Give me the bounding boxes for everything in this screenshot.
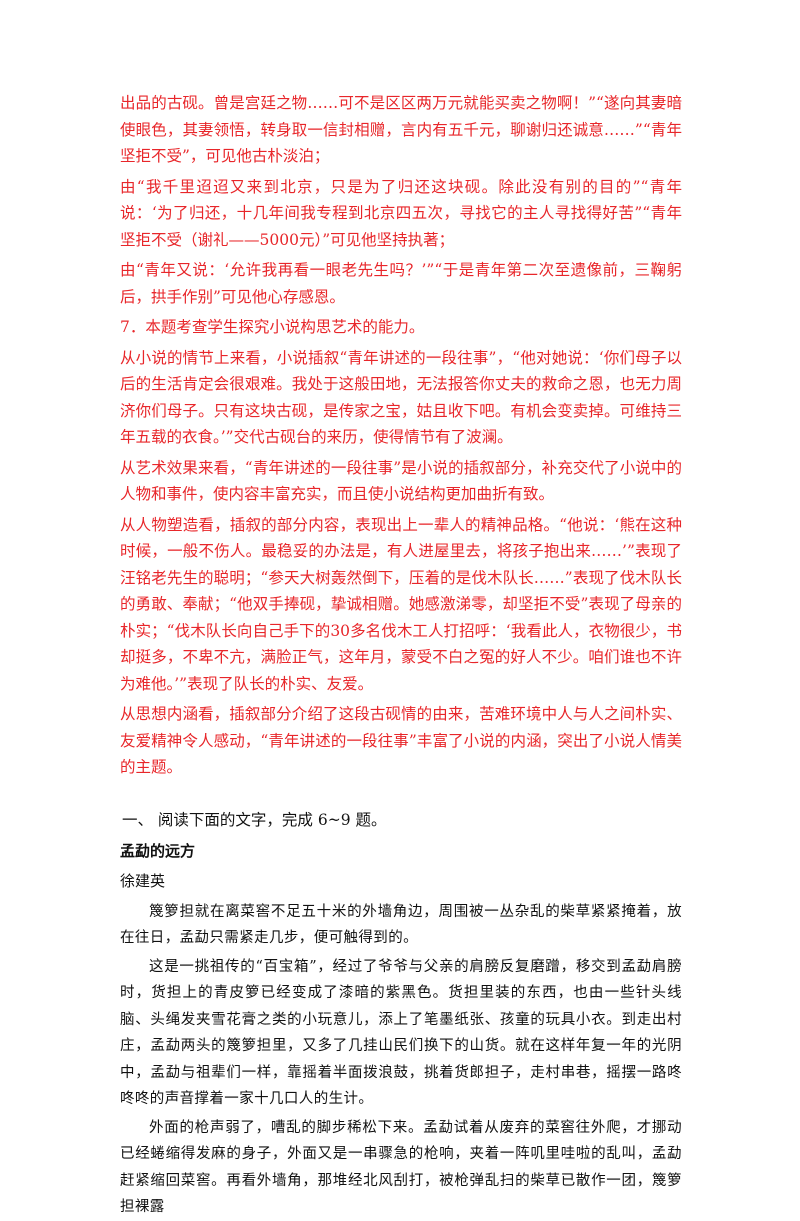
answer-paragraph: 从思想内涵看，插叙部分介绍了这段古砚情的由来，苦难环境中人与人之间朴实、友爱精神… [120, 705, 682, 776]
story-paragraph: 篾箩担就在离菜窖不足五十米的外墙角边，周围被一丛杂乱的柴草紧紧掩着，放在往日，孟… [120, 903, 682, 947]
question-intro: 一、 阅读下面的文字，完成 6~9 题。 [122, 810, 387, 829]
question-section: 一、 阅读下面的文字，完成 6~9 题。 孟勐的远方 徐建英 篾箩担就在离菜窖不… [120, 807, 682, 1221]
answer-paragraph: 由“我千里迢迢又来到北京，只是为了归还这块砚。除此没有别的目的”“青年说：‘为了… [120, 177, 682, 249]
story-body: 篾箩担就在离菜窖不足五十米的外墙角边，周围被一丛杂乱的柴草紧紧掩着，放在往日，孟… [120, 899, 682, 1221]
answer-section: 出品的古砚。曾是宫廷之物……可不是区区两万元就能买卖之物啊！”“遂向其妻暗使眼色… [120, 90, 682, 781]
answer-paragraph: 出品的古砚。曾是宫廷之物……可不是区区两万元就能买卖之物啊！”“遂向其妻暗使眼色… [120, 94, 682, 165]
story-author: 徐建英 [120, 871, 166, 890]
story-paragraph: 这是一挑祖传的“百宝箱”，经过了爷爷与父亲的肩膀反复磨蹭，移交到孟勐肩膀时，货担… [120, 958, 682, 1108]
answer-paragraph: 从人物塑造看，插叙的部分内容，表现出上一辈人的精神品格。“他说：‘熊在这种时候，… [120, 515, 682, 693]
answer-paragraph: 由“青年又说：‘允许我再看一眼老先生吗？’”“于是青年第二次至遗像前，三鞠躬后，… [120, 261, 682, 306]
story-title: 孟勐的远方 [120, 841, 196, 860]
answer-heading: 7．本题考查学生探究小说构思艺术的能力。 [120, 318, 425, 336]
document-page: 出品的古砚。曾是宫廷之物……可不是区区两万元就能买卖之物啊！”“遂向其妻暗使眼色… [120, 90, 682, 1215]
answer-paragraph: 从艺术效果来看，“青年讲述的一段往事”是小说的插叙部分，补充交代了小说中的人物和… [120, 458, 682, 504]
story-paragraph: 外面的枪声弱了，嘈乱的脚步稀松下来。孟勐试着从废弃的菜窖往外爬，才挪动已经蜷缩得… [120, 1119, 682, 1216]
answer-paragraph: 从小说的情节上来看，小说插叙“青年讲述的一段往事”，“他对她说：‘你们母子以后的… [120, 348, 682, 447]
